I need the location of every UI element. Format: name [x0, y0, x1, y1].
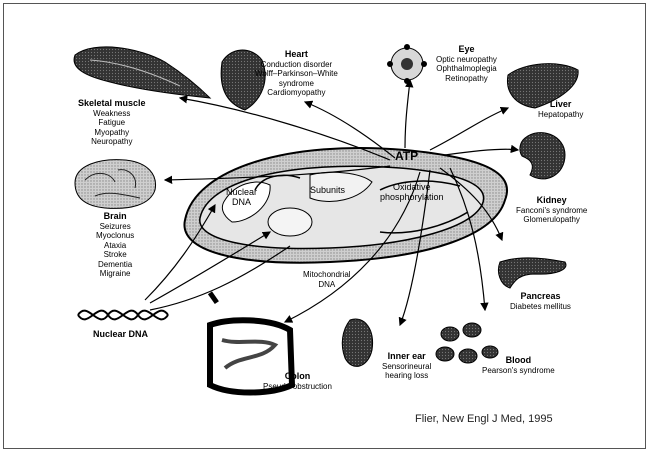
inner-ear-image [342, 319, 372, 366]
subunits-label: Subunits [310, 186, 345, 196]
skeletal-muscle-image [74, 47, 210, 98]
nuclear-dna-label: Nuclear DNA [93, 330, 148, 340]
brain-image [75, 160, 156, 209]
kidney-image [520, 133, 565, 179]
pancreas-image [498, 258, 566, 288]
atp-label: ATP [395, 152, 418, 162]
nuclear-dna-helix [78, 311, 168, 320]
block-mark [208, 291, 219, 304]
eye-image [387, 44, 427, 84]
mitochondrial-dna-label: Mitochondrial DNA [303, 270, 351, 289]
citation: Flier, New Engl J Med, 1995 [415, 413, 553, 425]
nuclear-dna-center-label: Nuclear DNA [226, 188, 257, 207]
oxidative-label: Oxidative phosphorylation [380, 183, 444, 202]
